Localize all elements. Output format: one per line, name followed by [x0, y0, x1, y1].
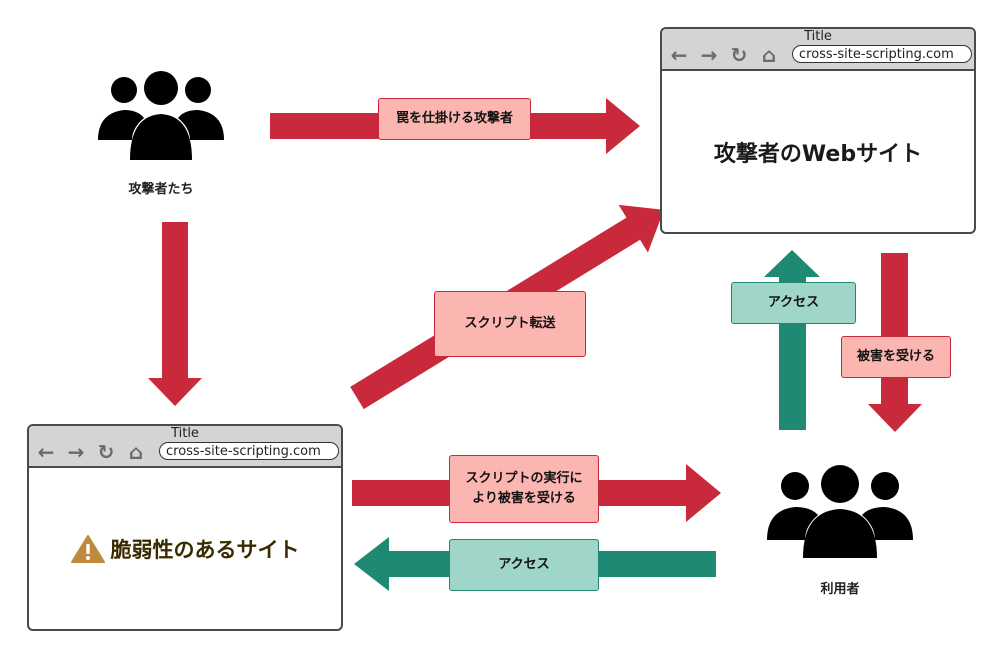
- address-bar[interactable]: cross-site-scripting.com: [159, 442, 339, 460]
- arrow-attackers-to-vulnerable: [148, 222, 202, 406]
- people-group-icon: [767, 465, 913, 558]
- people-group-icon: [98, 71, 224, 160]
- attacker-website-window: Title ← → ↻ ⌂ cross-site-scripting.com 攻…: [660, 27, 976, 234]
- reload-icon[interactable]: ↻: [730, 43, 748, 67]
- label-execution-line1: スクリプトの実行に: [465, 471, 583, 486]
- label-damage: 被害を受ける: [841, 336, 951, 378]
- browser-tab-title: Title: [171, 426, 199, 441]
- arrow-access-attacker: [764, 250, 820, 430]
- arrow-left-icon[interactable]: ←: [670, 43, 688, 67]
- vulnerable-site-heading: 脆弱性のあるサイト: [110, 537, 300, 562]
- attacker-website-heading: 攻撃者のWebサイト: [713, 141, 923, 167]
- label-access-vulnerable-text: アクセス: [498, 557, 550, 572]
- vulnerable-site-window: Title ← → ↻ ⌂ cross-site-scripting.com 脆…: [27, 424, 343, 631]
- attackers-group: [96, 68, 226, 168]
- address-bar[interactable]: cross-site-scripting.com: [792, 45, 972, 63]
- label-execution-damage: スクリプトの実行に より被害を受ける: [449, 455, 599, 523]
- users-label: 利用者: [820, 582, 860, 597]
- label-execution-line2: より被害を受ける: [472, 491, 576, 506]
- label-access-attacker: アクセス: [731, 282, 856, 324]
- users-group: [765, 464, 915, 564]
- arrow-left-icon[interactable]: ←: [37, 440, 55, 464]
- label-access-vulnerable: アクセス: [449, 539, 599, 591]
- home-icon[interactable]: ⌂: [761, 43, 777, 67]
- browser-toolbar: Title ← → ↻ ⌂ cross-site-scripting.com: [662, 29, 974, 71]
- label-script-transfer-text: スクリプト転送: [464, 316, 556, 331]
- reload-icon[interactable]: ↻: [97, 440, 115, 464]
- attackers-label: 攻撃者たち: [128, 182, 194, 197]
- label-access-attacker-text: アクセス: [767, 295, 820, 310]
- label-trap: 罠を仕掛ける攻撃者: [378, 98, 531, 140]
- warning-icon: [70, 534, 105, 563]
- label-trap-text: 罠を仕掛ける攻撃者: [395, 111, 513, 126]
- vulnerable-site-content: 脆弱性のあるサイト: [29, 468, 341, 629]
- attacker-website-content: 攻撃者のWebサイト: [662, 71, 974, 232]
- label-script-transfer: スクリプト転送: [434, 291, 586, 357]
- browser-toolbar: Title ← → ↻ ⌂ cross-site-scripting.com: [29, 426, 341, 468]
- label-damage-text: 被害を受ける: [856, 349, 935, 364]
- arrow-right-icon[interactable]: →: [700, 43, 718, 67]
- browser-tab-title: Title: [804, 29, 832, 44]
- arrow-right-icon[interactable]: →: [67, 440, 85, 464]
- home-icon[interactable]: ⌂: [128, 440, 144, 464]
